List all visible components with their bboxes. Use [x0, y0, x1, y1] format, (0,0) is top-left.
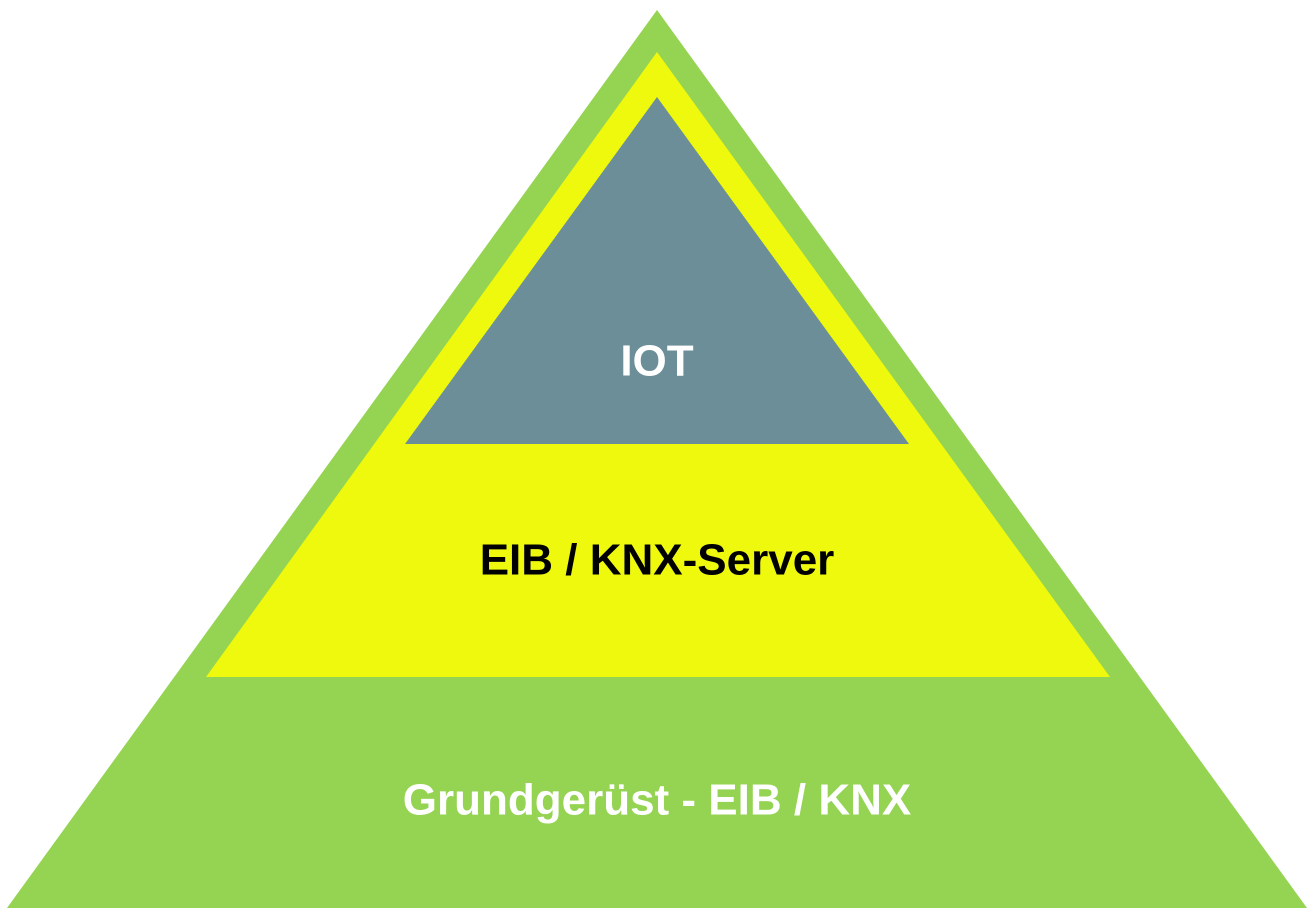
pyramid-label-middle: EIB / KNX-Server — [480, 536, 835, 585]
pyramid-layer-top — [405, 97, 909, 444]
pyramid-label-base: Grundgerüst - EIB / KNX — [403, 776, 911, 825]
pyramid-label-top: IOT — [620, 337, 693, 386]
